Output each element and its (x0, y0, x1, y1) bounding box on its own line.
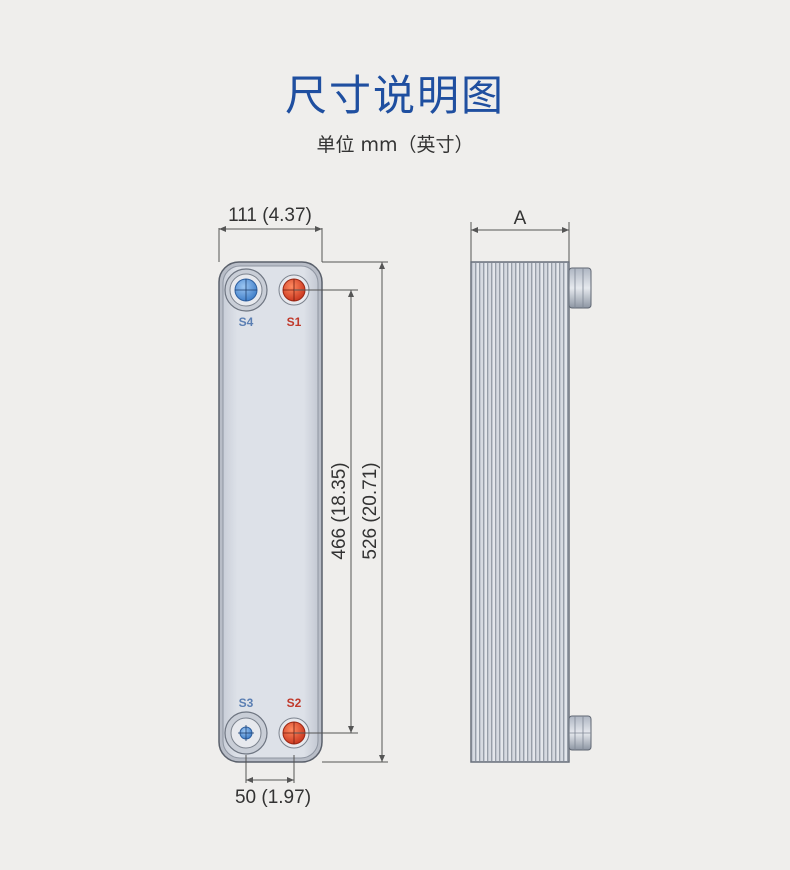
page-subtitle: 单位 mm（英寸） (316, 134, 474, 156)
plate-rib (545, 263, 547, 761)
plate-rib (497, 263, 499, 761)
depth-label: A (514, 208, 527, 229)
port-s3 (224, 711, 268, 755)
plate-rib (553, 263, 555, 761)
plate-ribs (473, 263, 568, 761)
port-s2-label: S2 (287, 696, 302, 710)
port-s1-label: S1 (287, 315, 302, 329)
plate-rib (473, 263, 475, 761)
page-title: 尺寸说明图 (284, 71, 505, 120)
plate-rib (521, 263, 523, 761)
plate-rib (529, 263, 531, 761)
plate-face (222, 265, 319, 759)
plate-rib (533, 263, 535, 761)
plate-rib (513, 263, 515, 761)
front-view: 111 (4.37) S4 S1 S3 (218, 205, 388, 808)
port-s4 (224, 268, 268, 312)
plate-rib (557, 263, 559, 761)
bottom-nozzle (568, 715, 592, 751)
plate-rib (489, 263, 491, 761)
plate-rib (505, 263, 507, 761)
port-s4-label: S4 (239, 315, 254, 329)
plate-rib (561, 263, 563, 761)
port-s3-label: S3 (239, 696, 254, 710)
top-nozzle (568, 267, 592, 309)
port-spacing-label: 50 (1.97) (235, 787, 311, 808)
plate-rib (501, 263, 503, 761)
plate-rib (493, 263, 495, 761)
plate-rib (509, 263, 511, 761)
plate-rib (481, 263, 483, 761)
plate-rib (477, 263, 479, 761)
plate-rib (565, 263, 567, 761)
plate-rib (541, 263, 543, 761)
total-height-label: 526 (20.71) (360, 462, 381, 559)
plate-rib (517, 263, 519, 761)
plate-rib (525, 263, 527, 761)
plate-rib (549, 263, 551, 761)
port-height-label: 466 (18.35) (329, 462, 350, 559)
side-view: A (470, 208, 592, 763)
plate-rib (537, 263, 539, 761)
plate-rib (485, 263, 487, 761)
width-label: 111 (4.37) (228, 205, 312, 226)
